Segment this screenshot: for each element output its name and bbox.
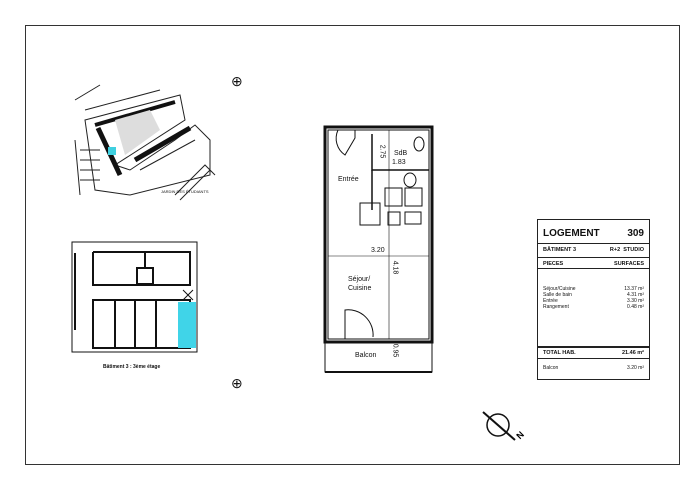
- room-entree: Entrée: [338, 176, 359, 183]
- room-balcon: Balcon: [355, 352, 377, 359]
- compass-rose-icon: ⊕: [231, 73, 243, 89]
- column-header-row: PIECES SURFACES: [543, 261, 644, 267]
- building-plan-caption: Bâtiment 3 : 3ème étage: [103, 364, 161, 370]
- table-row: Séjour/Cuisine 13.37 m²: [543, 286, 644, 292]
- room-area: 0.48 m²: [627, 304, 644, 310]
- total-value: 21.46 m²: [621, 350, 644, 356]
- table-row: Entrée 3.30 m²: [543, 298, 644, 304]
- total-row: TOTAL HAB. 21.46 m²: [543, 350, 644, 356]
- building-info-row: BÂTIMENT 3 R+2 STUDIO: [543, 247, 644, 253]
- balcon-row: Balcon 3.20 m²: [543, 365, 644, 371]
- site-street-label: JARDIN DES ÉTUDIANTS: [161, 189, 209, 194]
- svg-text:N: N: [514, 429, 526, 441]
- building-plan-highlight: [178, 302, 196, 348]
- balcon-label: Balcon: [543, 365, 559, 371]
- room-name: Rangement: [543, 304, 569, 310]
- room-sejour-line1: Séjour/: [348, 276, 371, 283]
- table-title: LOGEMENT: [543, 228, 600, 239]
- compass-rose-icon: ⊕: [231, 375, 243, 391]
- room-area: 4.31 m²: [627, 292, 644, 298]
- room-sejour-line2: Cuisine: [348, 285, 372, 292]
- table-row: Rangement 0.48 m²: [543, 304, 644, 310]
- room-sdb: SdB: [394, 150, 408, 157]
- site-plan-highlight: [108, 147, 116, 155]
- dim-balcon-depth: 0.95: [391, 343, 399, 358]
- building-label: BÂTIMENT 3: [543, 247, 576, 253]
- dim-entree-depth: 2.75: [378, 144, 386, 159]
- balcon-value: 3.20 m²: [627, 365, 644, 371]
- table-title-row: LOGEMENT 309: [543, 228, 644, 239]
- level-label: R+2: [609, 247, 621, 253]
- dim-sejour-depth: 4.18: [391, 260, 399, 275]
- col-surfaces: SURFACES: [614, 261, 644, 267]
- col-rooms: PIECES: [543, 261, 564, 267]
- room-area: 3.30 m²: [627, 298, 644, 304]
- room-name: Entrée: [543, 298, 558, 304]
- type-label: STUDIO: [623, 247, 644, 253]
- room-name: Séjour/Cuisine: [543, 286, 576, 292]
- total-label: TOTAL HAB.: [543, 350, 576, 356]
- room-name: Salle de bain: [543, 292, 572, 298]
- drawing-frame: [25, 25, 680, 465]
- table-row: Salle de bain 4.31 m²: [543, 292, 644, 298]
- surface-table: LOGEMENT 309 BÂTIMENT 3 R+2 STUDIO PIECE…: [537, 219, 650, 380]
- dim-width: 3.20: [371, 247, 385, 254]
- apartment-number: 309: [627, 228, 644, 239]
- room-area: 13.37 m²: [624, 286, 644, 292]
- room-sdb-area: 1.83: [392, 159, 406, 166]
